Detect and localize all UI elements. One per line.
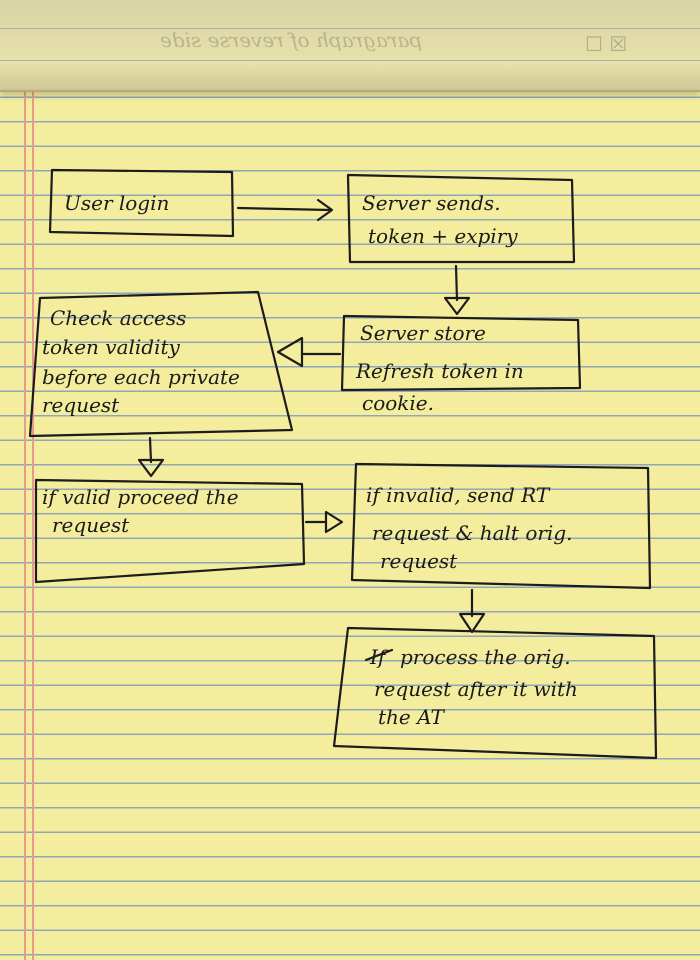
- arrow-if-invalid-to-process: [458, 588, 486, 634]
- arrow-login-to-server-sends: [236, 198, 334, 222]
- box-check-access-text: Check access token validity before each …: [42, 306, 246, 417]
- box-server-stores-text: Server store Refresh token in cookie.: [355, 321, 530, 415]
- arrow-server-stores-to-check-access: [276, 336, 342, 368]
- strike-through: [364, 648, 394, 662]
- arrow-if-valid-to-if-invalid: [304, 510, 344, 534]
- arrow-server-sends-to-server-stores: [443, 264, 471, 316]
- box-process-text: process the orig. request after it with …: [374, 645, 584, 729]
- box-if-valid: if valid proceed the request: [34, 478, 306, 584]
- box-user-login: User login: [48, 168, 235, 238]
- box-process: process the orig. request after it with …: [332, 626, 658, 760]
- box-if-valid-text: if valid proceed the request: [42, 485, 245, 537]
- box-server-sends: Server sends. token + expiry: [346, 173, 576, 264]
- box-if-invalid: if invalid, send RT request & halt orig.…: [350, 462, 652, 590]
- box-user-login-text: User login: [64, 191, 169, 215]
- arrow-check-access-to-if-valid: [137, 436, 165, 478]
- box-server-sends-text: Server sends. token + expiry: [362, 191, 518, 248]
- box-if-invalid-text: if invalid, send RT request & halt orig.…: [366, 483, 579, 573]
- scribbled-out-text: If: [369, 645, 389, 669]
- folded-top-page: paragraph of reverse side ☐ ☒: [0, 0, 700, 92]
- ruled-line: [0, 28, 700, 29]
- box-check-access: Check access token validity before each …: [28, 290, 294, 438]
- ruled-line: [0, 60, 700, 61]
- box-server-stores: Server store Refresh token in cookie.: [340, 314, 582, 415]
- bleed-through-checkboxes: ☐ ☒: [585, 32, 628, 56]
